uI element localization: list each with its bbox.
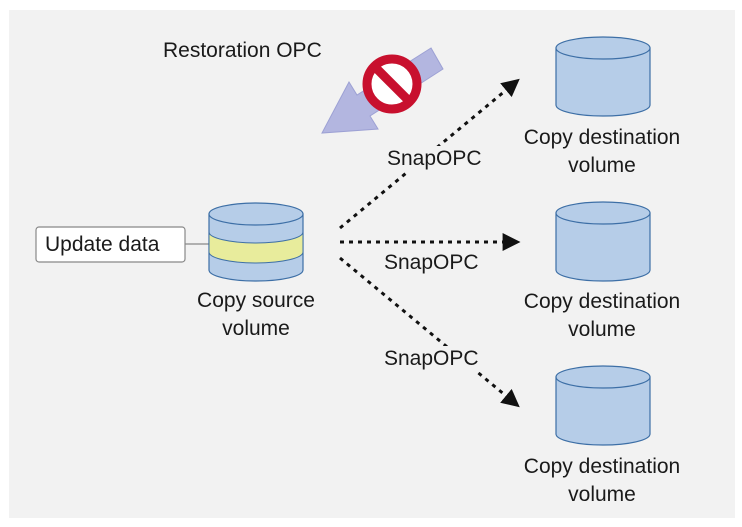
snapopc-arrow-3 [339,256,520,408]
update-data-band [208,231,304,264]
dest2-label-line1: Copy destination [524,290,680,313]
source-label-line2: volume [222,317,290,340]
dest3-label-line2: volume [568,483,636,506]
dest1-label-line2: volume [568,154,636,177]
snapopc-label-1: SnapOPC [387,147,482,170]
snapopc-label-3: SnapOPC [384,347,479,370]
copy-destination-volume-3 [555,365,651,446]
copy-source-volume [208,202,304,282]
snapopc-label-2: SnapOPC [384,251,479,274]
update-data-label: Update data [45,233,160,256]
restoration-opc-label: Restoration OPC [163,39,322,62]
dest2-label-line2: volume [568,318,636,341]
dest1-label-line1: Copy destination [524,126,680,149]
source-label-line1: Copy source [197,289,315,312]
no-entry-icon [362,54,422,114]
update-data-callout: Update data [35,226,209,263]
dest3-label-line1: Copy destination [524,455,680,478]
snapopc-arrow-1 [339,78,520,230]
copy-destination-volume-2 [555,201,651,282]
copy-destination-volume-1 [555,36,651,117]
